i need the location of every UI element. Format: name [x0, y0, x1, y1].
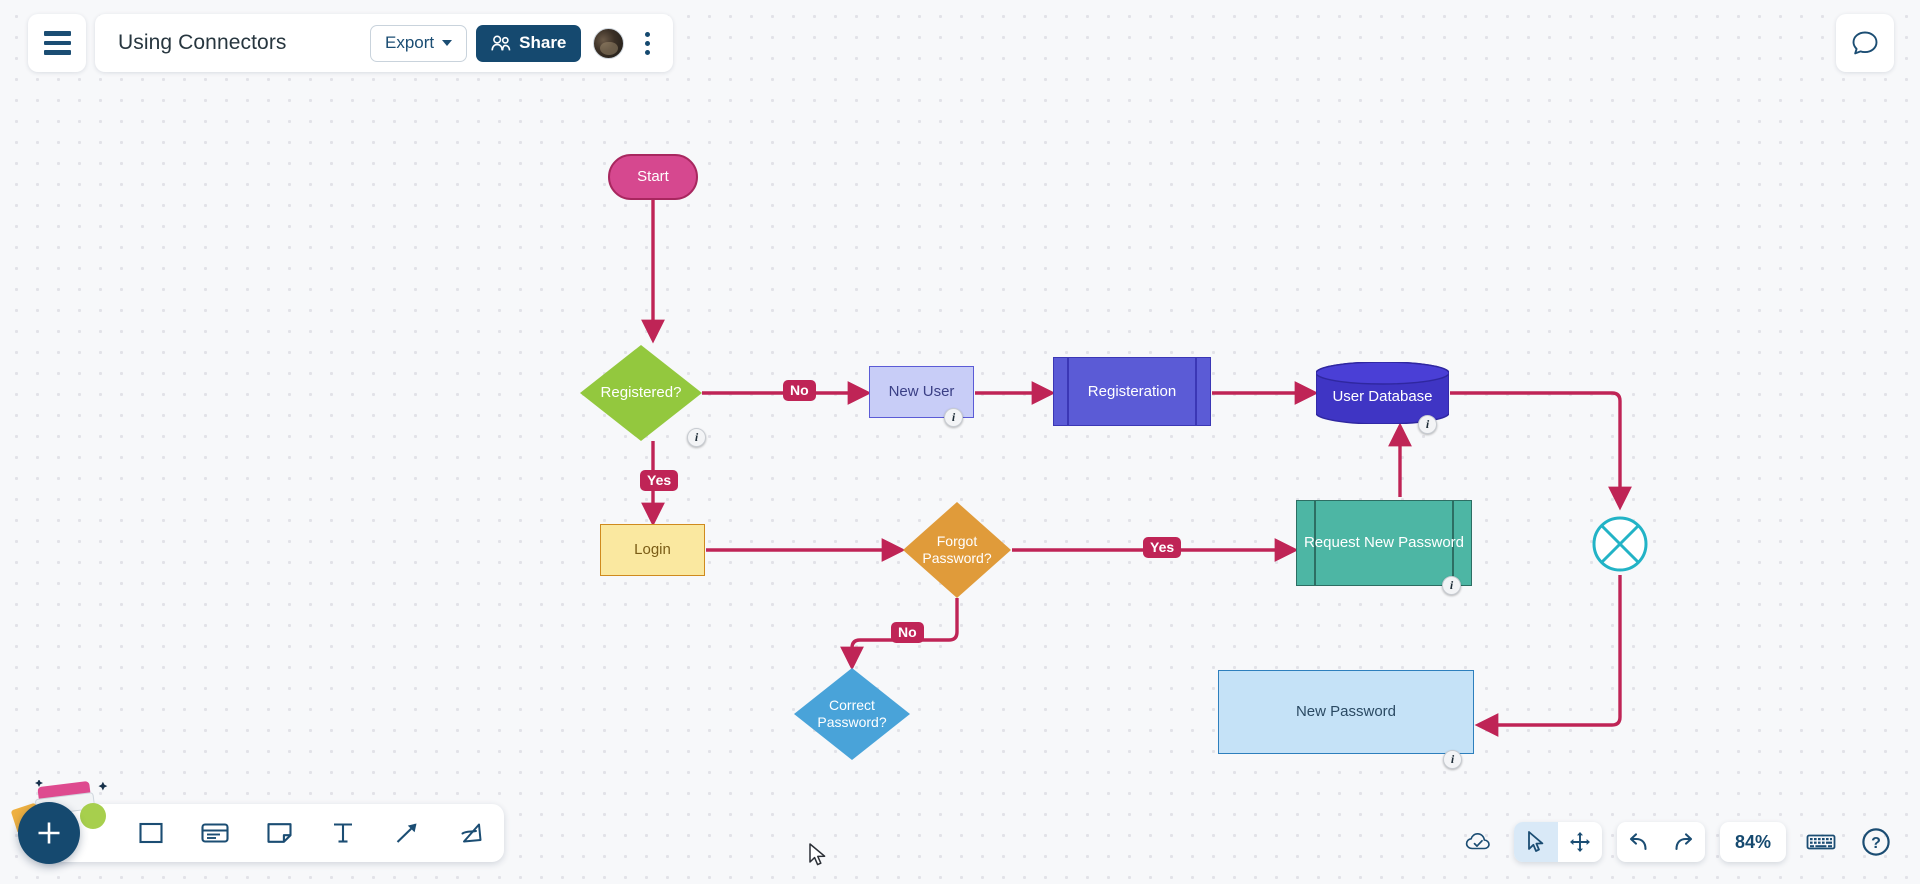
arrow-connector-icon[interactable]	[386, 812, 428, 854]
node-start-label: Start	[637, 168, 669, 186]
container-card-icon[interactable]	[194, 812, 236, 854]
diamond-shape-icon	[794, 668, 910, 760]
kebab-menu-icon[interactable]	[634, 26, 660, 60]
node-registered[interactable]: Registered?	[580, 345, 702, 441]
square-shape-icon[interactable]	[130, 812, 172, 854]
cylinder-shape-icon	[1316, 362, 1449, 424]
node-login-label: Login	[634, 541, 671, 559]
share-button[interactable]: Share	[476, 24, 582, 62]
node-new-password[interactable]: New Password	[1218, 670, 1474, 754]
chevron-down-icon	[442, 40, 453, 46]
hamburger-menu-icon[interactable]	[28, 14, 86, 72]
process-bar-left	[1067, 358, 1069, 425]
info-badge-request-new-password[interactable]: i	[1442, 576, 1461, 595]
node-new-password-label: New Password	[1295, 703, 1397, 721]
node-request-new-password-label: Request New Password	[1303, 534, 1465, 552]
export-button-label: Export	[385, 33, 435, 52]
page-title[interactable]: Using Connectors	[118, 31, 287, 54]
top-toolbar: Using Connectors Export Share	[28, 14, 674, 72]
help-question-icon[interactable]: ?	[1856, 822, 1896, 862]
shape-toolbar	[38, 804, 504, 862]
info-badge-user-database[interactable]: i	[1418, 415, 1437, 434]
edge-label-no-registered[interactable]: No	[783, 380, 816, 401]
info-badge-new-user[interactable]: i	[944, 408, 963, 427]
node-forgot-password[interactable]: Forgot Password?	[903, 502, 1011, 598]
keyboard-shortcuts-icon[interactable]	[1801, 822, 1841, 862]
edge-label-yes-registered[interactable]: Yes	[640, 470, 679, 491]
zoom-level-button[interactable]: 84%	[1720, 822, 1786, 862]
edge-label-yes-forgot[interactable]: Yes	[1143, 537, 1182, 558]
process-bar-right	[1195, 358, 1197, 425]
node-summing-junction[interactable]	[1592, 516, 1648, 572]
process-bar-left	[1314, 501, 1316, 585]
hamburger-line	[43, 31, 71, 36]
avatar[interactable]	[593, 27, 625, 59]
node-registeration-label: Registeration	[1087, 382, 1177, 400]
history-group	[1617, 822, 1705, 862]
share-button-label: Share	[519, 33, 567, 52]
document-bar: Using Connectors Export Share	[95, 14, 674, 72]
process-bar-right	[1452, 501, 1454, 585]
cloud-saved-icon[interactable]	[1459, 822, 1499, 862]
diamond-shape-icon	[580, 345, 702, 441]
node-request-new-password[interactable]: Request New Password	[1296, 500, 1472, 586]
node-correct-password[interactable]: Correct Password?	[794, 668, 910, 760]
comment-bubble-icon	[1852, 31, 1878, 55]
redo-arrow-icon[interactable]	[1661, 822, 1705, 862]
freehand-draw-icon[interactable]	[450, 812, 492, 854]
hamburger-line	[43, 50, 71, 55]
node-new-user-label: New User	[888, 383, 955, 401]
pan-move-icon[interactable]	[1558, 822, 1602, 862]
edge-label-no-forgot[interactable]: No	[891, 622, 924, 643]
diamond-shape-icon	[903, 502, 1011, 598]
undo-arrow-icon[interactable]	[1617, 822, 1661, 862]
node-registeration[interactable]: Registeration	[1053, 357, 1211, 426]
node-start[interactable]: Start	[608, 154, 698, 200]
info-badge-new-password[interactable]: i	[1443, 750, 1462, 769]
pointer-mode-group	[1514, 822, 1602, 862]
plus-icon	[38, 822, 60, 844]
cursor-select-icon[interactable]	[1514, 822, 1558, 862]
people-icon	[491, 34, 511, 50]
kebab-dot	[644, 31, 650, 37]
add-shape-button[interactable]	[18, 802, 80, 864]
canvas-controls: 84% ?	[1459, 822, 1896, 862]
kebab-dot	[644, 49, 650, 55]
hamburger-line	[43, 40, 71, 46]
info-badge-registered[interactable]: i	[687, 428, 706, 447]
sticky-note-icon[interactable]	[258, 812, 300, 854]
summing-junction-icon	[1592, 516, 1648, 572]
svg-text:?: ?	[1871, 835, 1881, 852]
kebab-dot	[644, 40, 650, 46]
node-login[interactable]: Login	[600, 524, 705, 576]
text-tool-icon[interactable]	[322, 812, 364, 854]
export-button[interactable]: Export	[370, 24, 468, 62]
comment-panel-button[interactable]	[1836, 14, 1894, 72]
